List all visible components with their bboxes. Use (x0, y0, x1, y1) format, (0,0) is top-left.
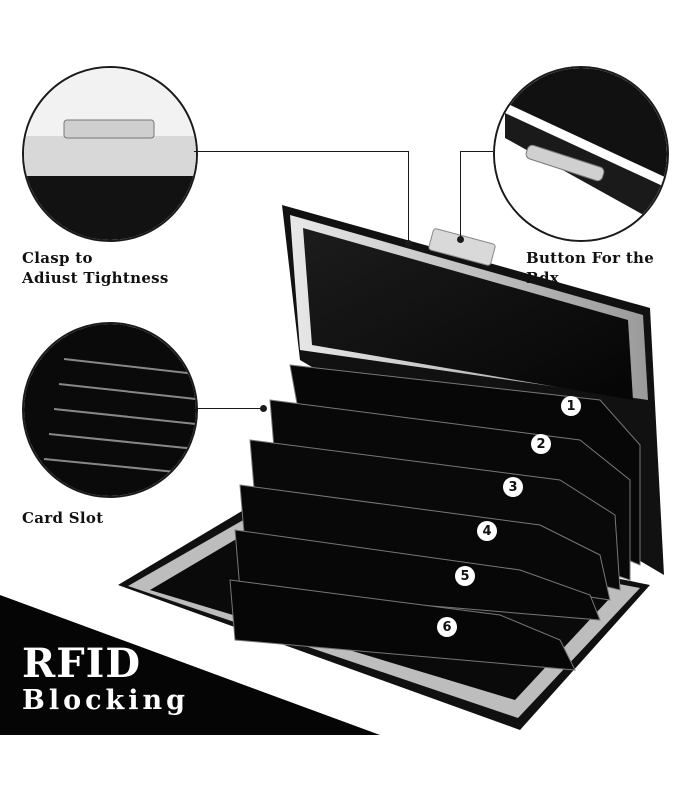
label-card-slot: Card Slot (22, 509, 104, 527)
slot-badge-3: 3 (503, 477, 523, 497)
leader-clasp-dot (405, 240, 412, 247)
leader-button-dot (457, 236, 464, 243)
slot-badge-4: 4 (477, 521, 497, 541)
zoom-card-slot (22, 322, 198, 498)
leader-button-v (460, 151, 461, 239)
slot-badge-2: 2 (531, 434, 551, 454)
label-button: Button For the Bdx (526, 249, 655, 287)
leader-clasp-v (408, 151, 409, 244)
leader-slot-h (194, 408, 264, 409)
zoom-button (493, 66, 669, 242)
zoom-clasp (22, 66, 198, 242)
leader-clasp-h (194, 151, 408, 152)
slot-badge-1: 1 (561, 396, 581, 416)
leader-slot-dot (260, 405, 267, 412)
leader-button-h (460, 151, 493, 152)
slot-badge-5: 5 (455, 566, 475, 586)
label-clasp: Clasp to Adiust Tightness (22, 249, 169, 287)
banner-title: RFID (22, 640, 142, 687)
card-slots (229, 364, 641, 671)
banner-subtitle: Blocking (22, 685, 189, 716)
clasp-plate (428, 228, 496, 266)
lid-inner (303, 228, 633, 400)
slot-badge-6: 6 (437, 617, 457, 637)
